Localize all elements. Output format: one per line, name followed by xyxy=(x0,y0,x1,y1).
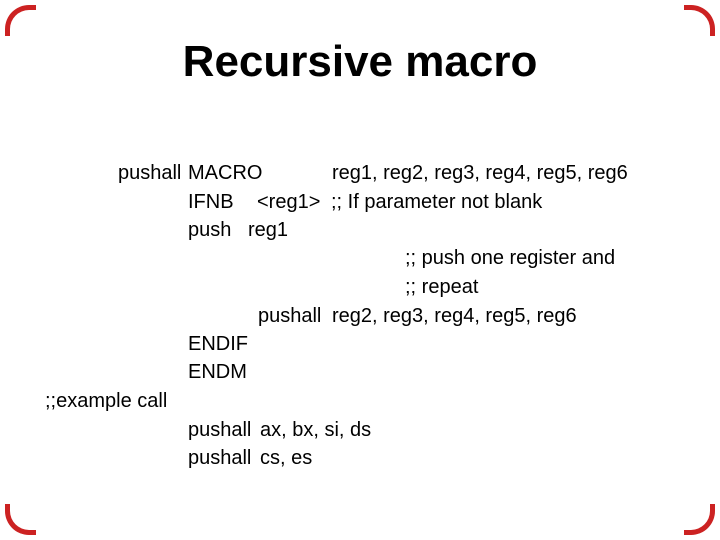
code-text: reg2, reg3, reg4, reg5, reg6 xyxy=(332,305,577,327)
slide-corner-bottom-right xyxy=(684,504,715,535)
code-text: pushall xyxy=(258,305,322,327)
slide-corner-top-right xyxy=(684,5,715,36)
code-text: ;; repeat xyxy=(405,276,479,298)
code-text: push xyxy=(188,219,232,241)
code-text: cs, es xyxy=(260,447,313,469)
code-text: ENDM xyxy=(188,361,247,383)
code-text: ;;example call xyxy=(45,390,168,412)
code-line: ;; push one register and xyxy=(0,248,720,274)
code-text: reg1 xyxy=(248,219,289,241)
code-text: MACRO xyxy=(188,162,263,184)
code-line: ;; repeat xyxy=(0,277,720,303)
code-line: push reg1 xyxy=(0,220,720,246)
code-text: <reg1> xyxy=(257,191,321,213)
code-text: reg1, reg2, reg3, reg4, reg5, reg6 xyxy=(332,162,628,184)
code-line: ENDIF xyxy=(0,334,720,360)
code-text: IFNB xyxy=(188,191,234,213)
slide-title: Recursive macro xyxy=(182,37,538,86)
code-line: pushall ax, bx, si, ds xyxy=(0,420,720,446)
code-text: ENDIF xyxy=(188,333,248,355)
code-line: pushall reg2, reg3, reg4, reg5, reg6 xyxy=(0,306,720,332)
code-line: ENDM xyxy=(0,362,720,388)
slide-corner-bottom-left xyxy=(5,504,36,535)
code-line: IFNB <reg1> ;; If parameter not blank xyxy=(0,192,720,218)
code-line: pushall MACRO reg1, reg2, reg3, reg4, reg5… xyxy=(0,163,720,189)
code-text: pushall xyxy=(188,419,252,441)
code-text: ;; If parameter not blank xyxy=(331,191,543,213)
slide-corner-top-left xyxy=(5,5,36,36)
code-text: pushall xyxy=(118,162,182,184)
code-line: ;;example call xyxy=(0,391,720,417)
code-line: pushall cs, es xyxy=(0,448,720,474)
code-text: pushall xyxy=(188,447,252,469)
code-text: ;; push one register and xyxy=(405,247,616,269)
code-text: ax, bx, si, ds xyxy=(260,419,372,441)
